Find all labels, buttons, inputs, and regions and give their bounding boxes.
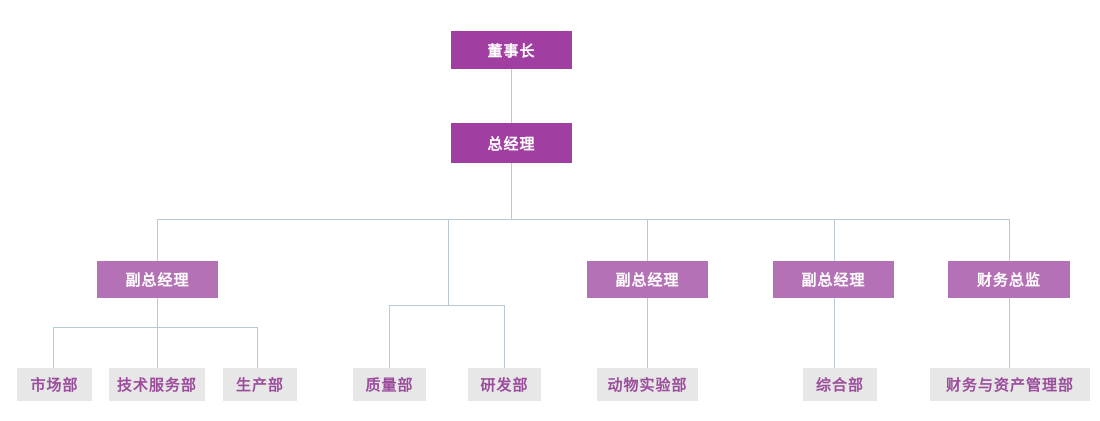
connector-drop-rnd bbox=[504, 305, 505, 368]
node-marketing-dept: 市场部 bbox=[17, 368, 92, 401]
connector-drop-quality bbox=[389, 305, 390, 368]
node-vice-gm-1: 副总经理 bbox=[97, 261, 218, 298]
connector-drop-finance-director bbox=[1009, 219, 1010, 261]
node-quality-dept: 质量部 bbox=[353, 368, 426, 401]
connector-chairman-to-gm bbox=[511, 69, 512, 123]
node-vice-gm-2: 副总经理 bbox=[587, 261, 708, 298]
connector-vice-gm-3-to-general-affairs bbox=[834, 298, 835, 368]
node-finance-director: 财务总监 bbox=[948, 261, 1070, 298]
connector-vice-gm-1-to-branch bbox=[157, 298, 158, 327]
node-finance-asset-dept: 财务与资产管理部 bbox=[930, 368, 1090, 401]
connector-drop-marketing bbox=[53, 327, 54, 368]
node-tech-service-dept: 技术服务部 bbox=[109, 368, 205, 401]
connector-finance-director-to-finance-asset bbox=[1009, 298, 1010, 368]
connector-vice-gm-1-horizontal bbox=[53, 327, 257, 328]
node-vice-gm-3: 副总经理 bbox=[773, 261, 894, 298]
connector-main-horizontal bbox=[157, 219, 1010, 220]
node-animal-lab-dept: 动物实验部 bbox=[597, 368, 698, 401]
node-general-affairs-dept: 综合部 bbox=[803, 368, 877, 401]
connector-drop-vice-gm-3 bbox=[834, 219, 835, 261]
node-general-manager: 总经理 bbox=[451, 123, 572, 163]
connector-vice-gm-2-to-animal-lab bbox=[647, 298, 648, 368]
node-production-dept: 生产部 bbox=[223, 368, 297, 401]
connector-drop-tech-service bbox=[157, 327, 158, 368]
connector-drop-production bbox=[257, 327, 258, 368]
connector-drop-vice-gm-2 bbox=[647, 219, 648, 261]
connector-gm-to-trunk bbox=[511, 163, 512, 219]
connector-drop-vice-gm-1 bbox=[157, 219, 158, 261]
connector-drop-unlabeled-branch bbox=[448, 219, 449, 305]
node-rnd-dept: 研发部 bbox=[468, 368, 541, 401]
node-chairman: 董事长 bbox=[451, 31, 572, 69]
connector-unlabeled-branch-horizontal bbox=[389, 305, 504, 306]
